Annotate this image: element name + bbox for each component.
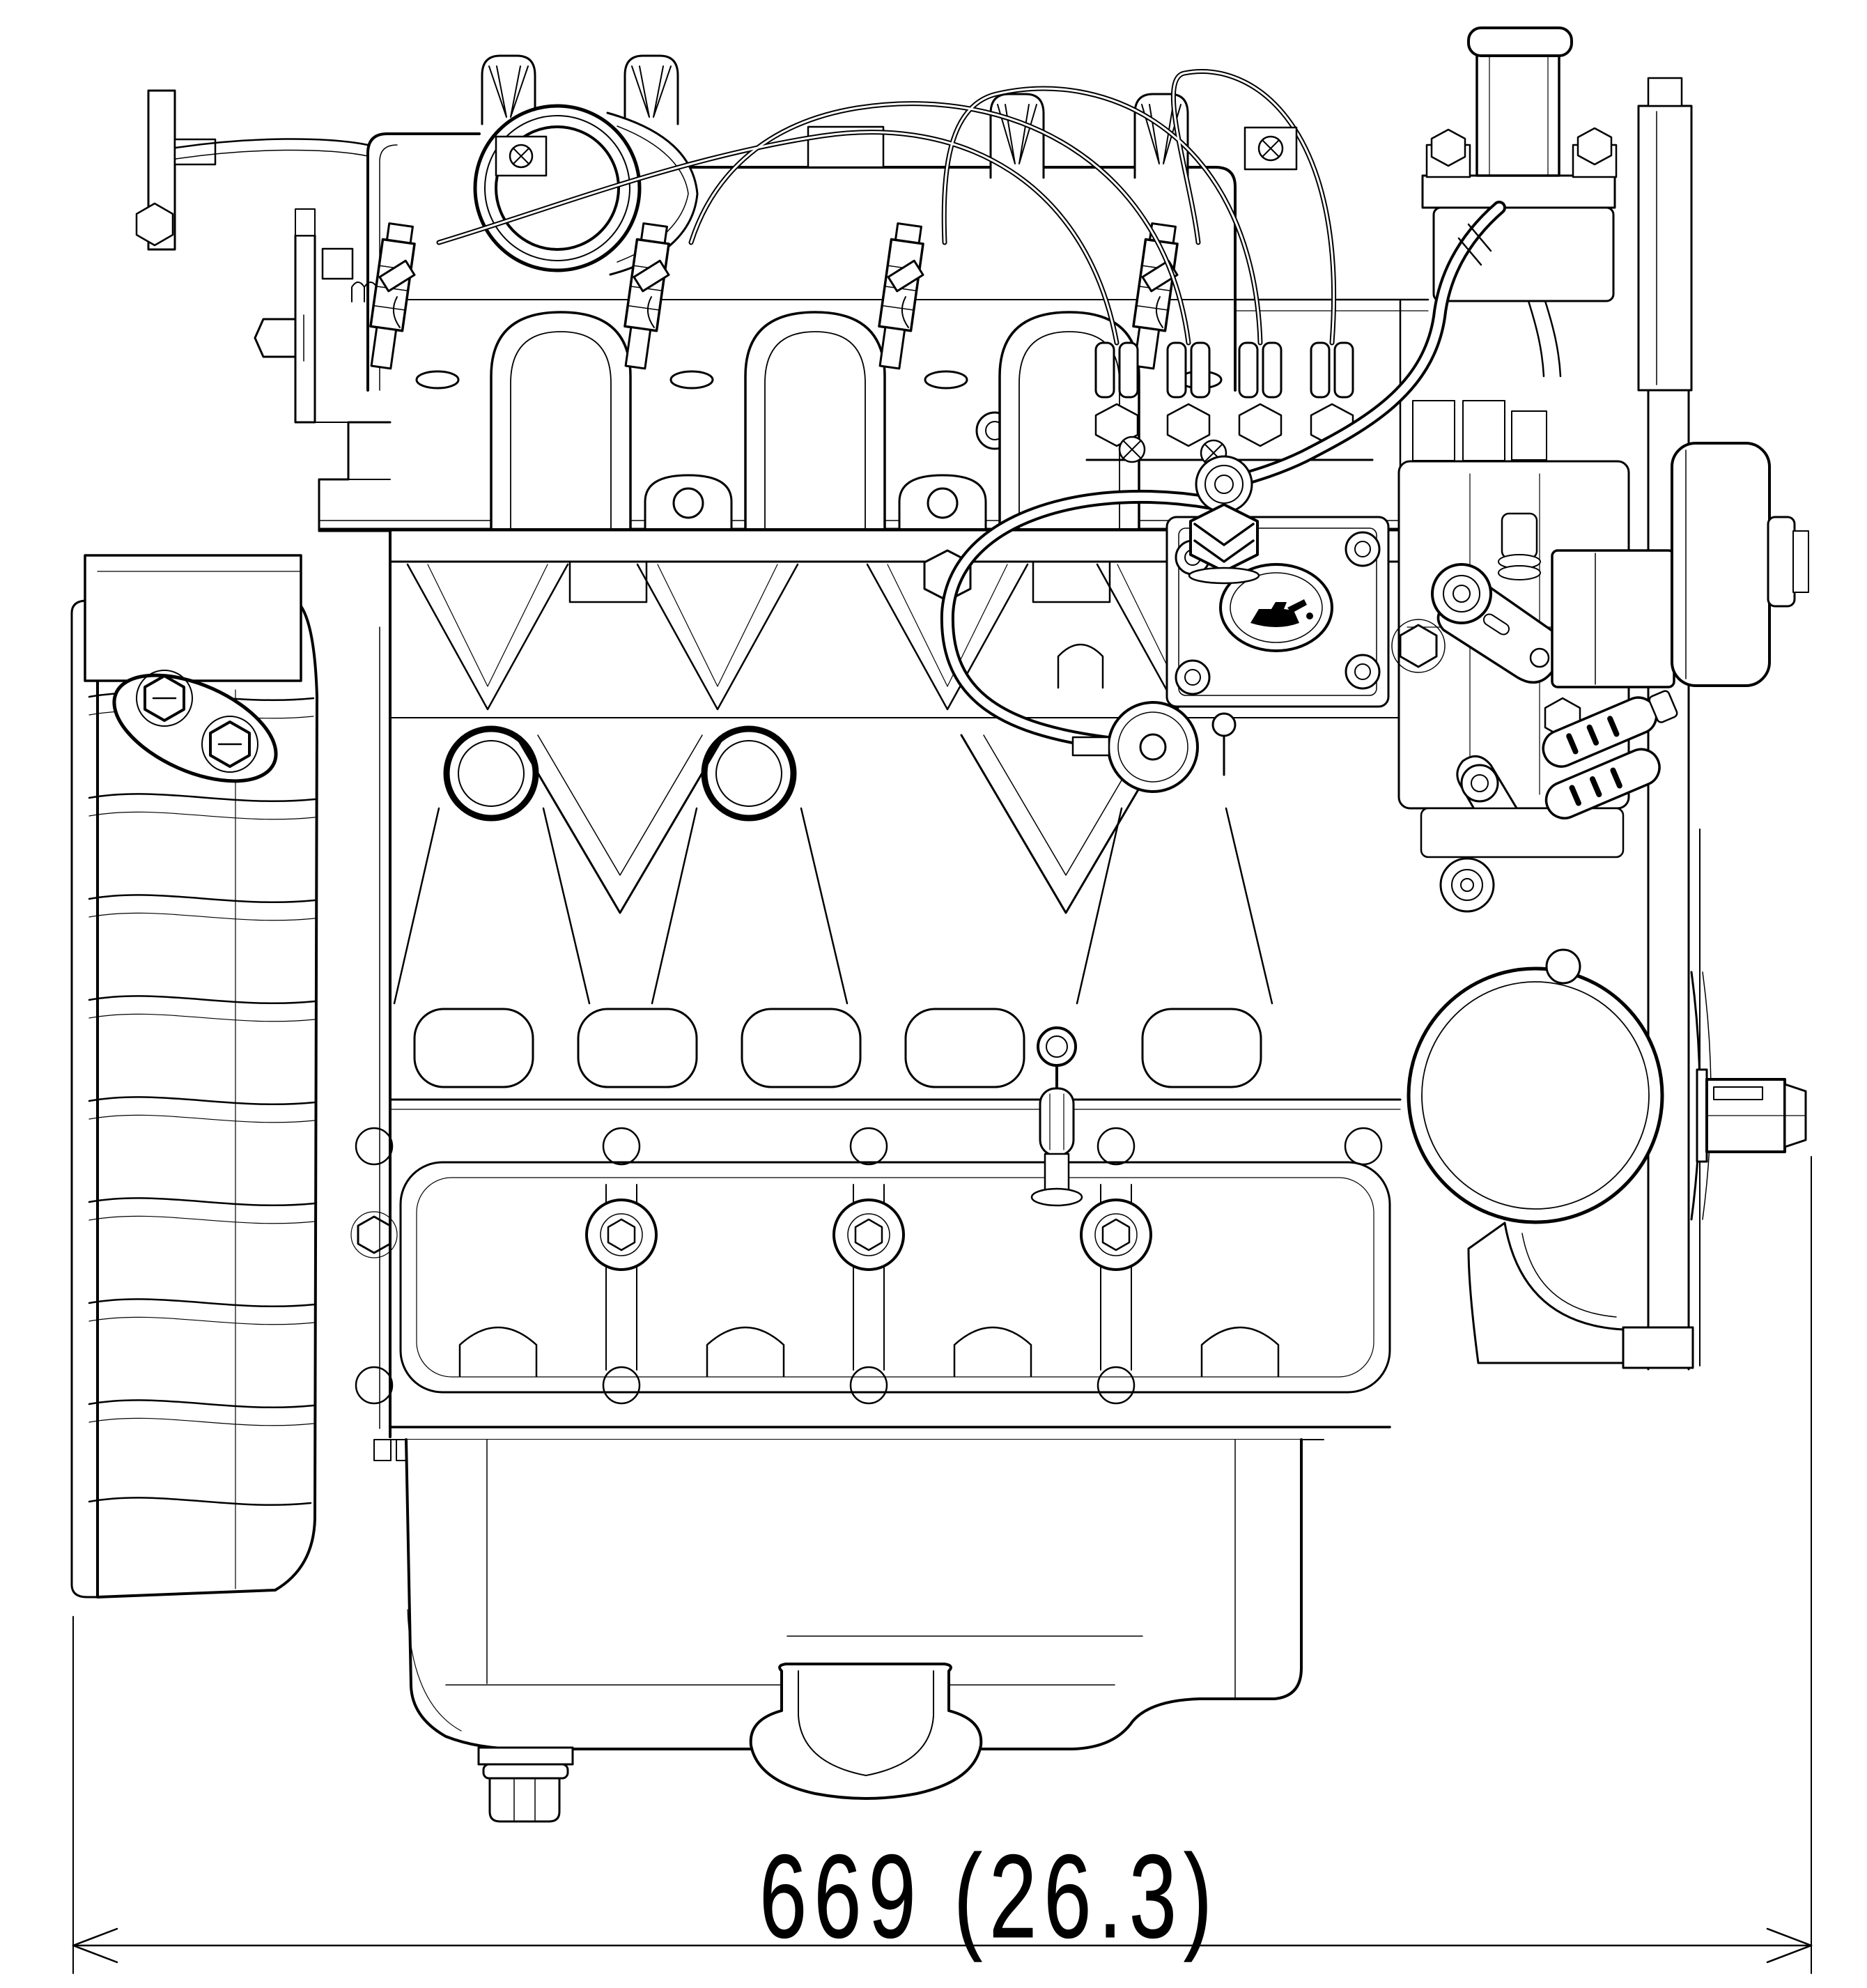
oil-filter <box>1407 948 1664 1224</box>
air-cleaner-bracket-panel <box>84 554 302 682</box>
plate-bolt <box>1175 531 1381 695</box>
oil-can-icon <box>1250 599 1313 627</box>
mounting-bolt <box>136 670 258 773</box>
front-bracket <box>254 208 316 424</box>
dimension-arrow-right <box>1766 1927 1813 1964</box>
banjo-fitting <box>1188 455 1260 585</box>
delivery-valve-fitting <box>1094 341 1354 447</box>
crankshaft-stub <box>1696 1068 1807 1163</box>
intake-inlet <box>473 104 699 276</box>
dimension-arrow-left <box>72 1927 118 1964</box>
pipe-clamp <box>495 126 1298 177</box>
priming-ring <box>1211 712 1237 776</box>
fuel-filter <box>1542 690 1690 819</box>
injection-lines <box>436 69 1337 346</box>
fuel-hoses <box>940 201 1506 751</box>
oil-dipstick <box>1030 1026 1083 1207</box>
air-cleaner <box>70 554 318 1598</box>
valve-cover <box>366 54 1237 392</box>
injection-pump-housing <box>1391 400 1630 858</box>
dimension-annotation: 669 (26.3) <box>72 1156 1813 1974</box>
oil-drain-plug <box>477 1746 574 1823</box>
runner-flange-pad <box>644 474 987 530</box>
fuel-feed-pump <box>1071 701 1237 793</box>
crankcase-ladder-frame <box>350 1161 1391 1394</box>
oil-pan-pocket <box>749 1663 983 1800</box>
coolant-outlet-pipe <box>1475 53 1560 177</box>
core-plug <box>443 725 797 822</box>
dimension-label: 669 (26.3) <box>759 1831 1219 1963</box>
injection-pump-top <box>1085 341 1374 467</box>
oil-pan <box>405 1438 1303 1823</box>
lift-bracket <box>135 89 369 251</box>
housing-bolt <box>1425 127 1618 178</box>
main-bearing-bolt <box>350 1199 1152 1271</box>
starter-motor <box>1551 442 1809 688</box>
flywheel-housing <box>1439 829 1712 1369</box>
governor-lever <box>1431 563 1566 684</box>
intake-runner <box>490 311 1140 530</box>
